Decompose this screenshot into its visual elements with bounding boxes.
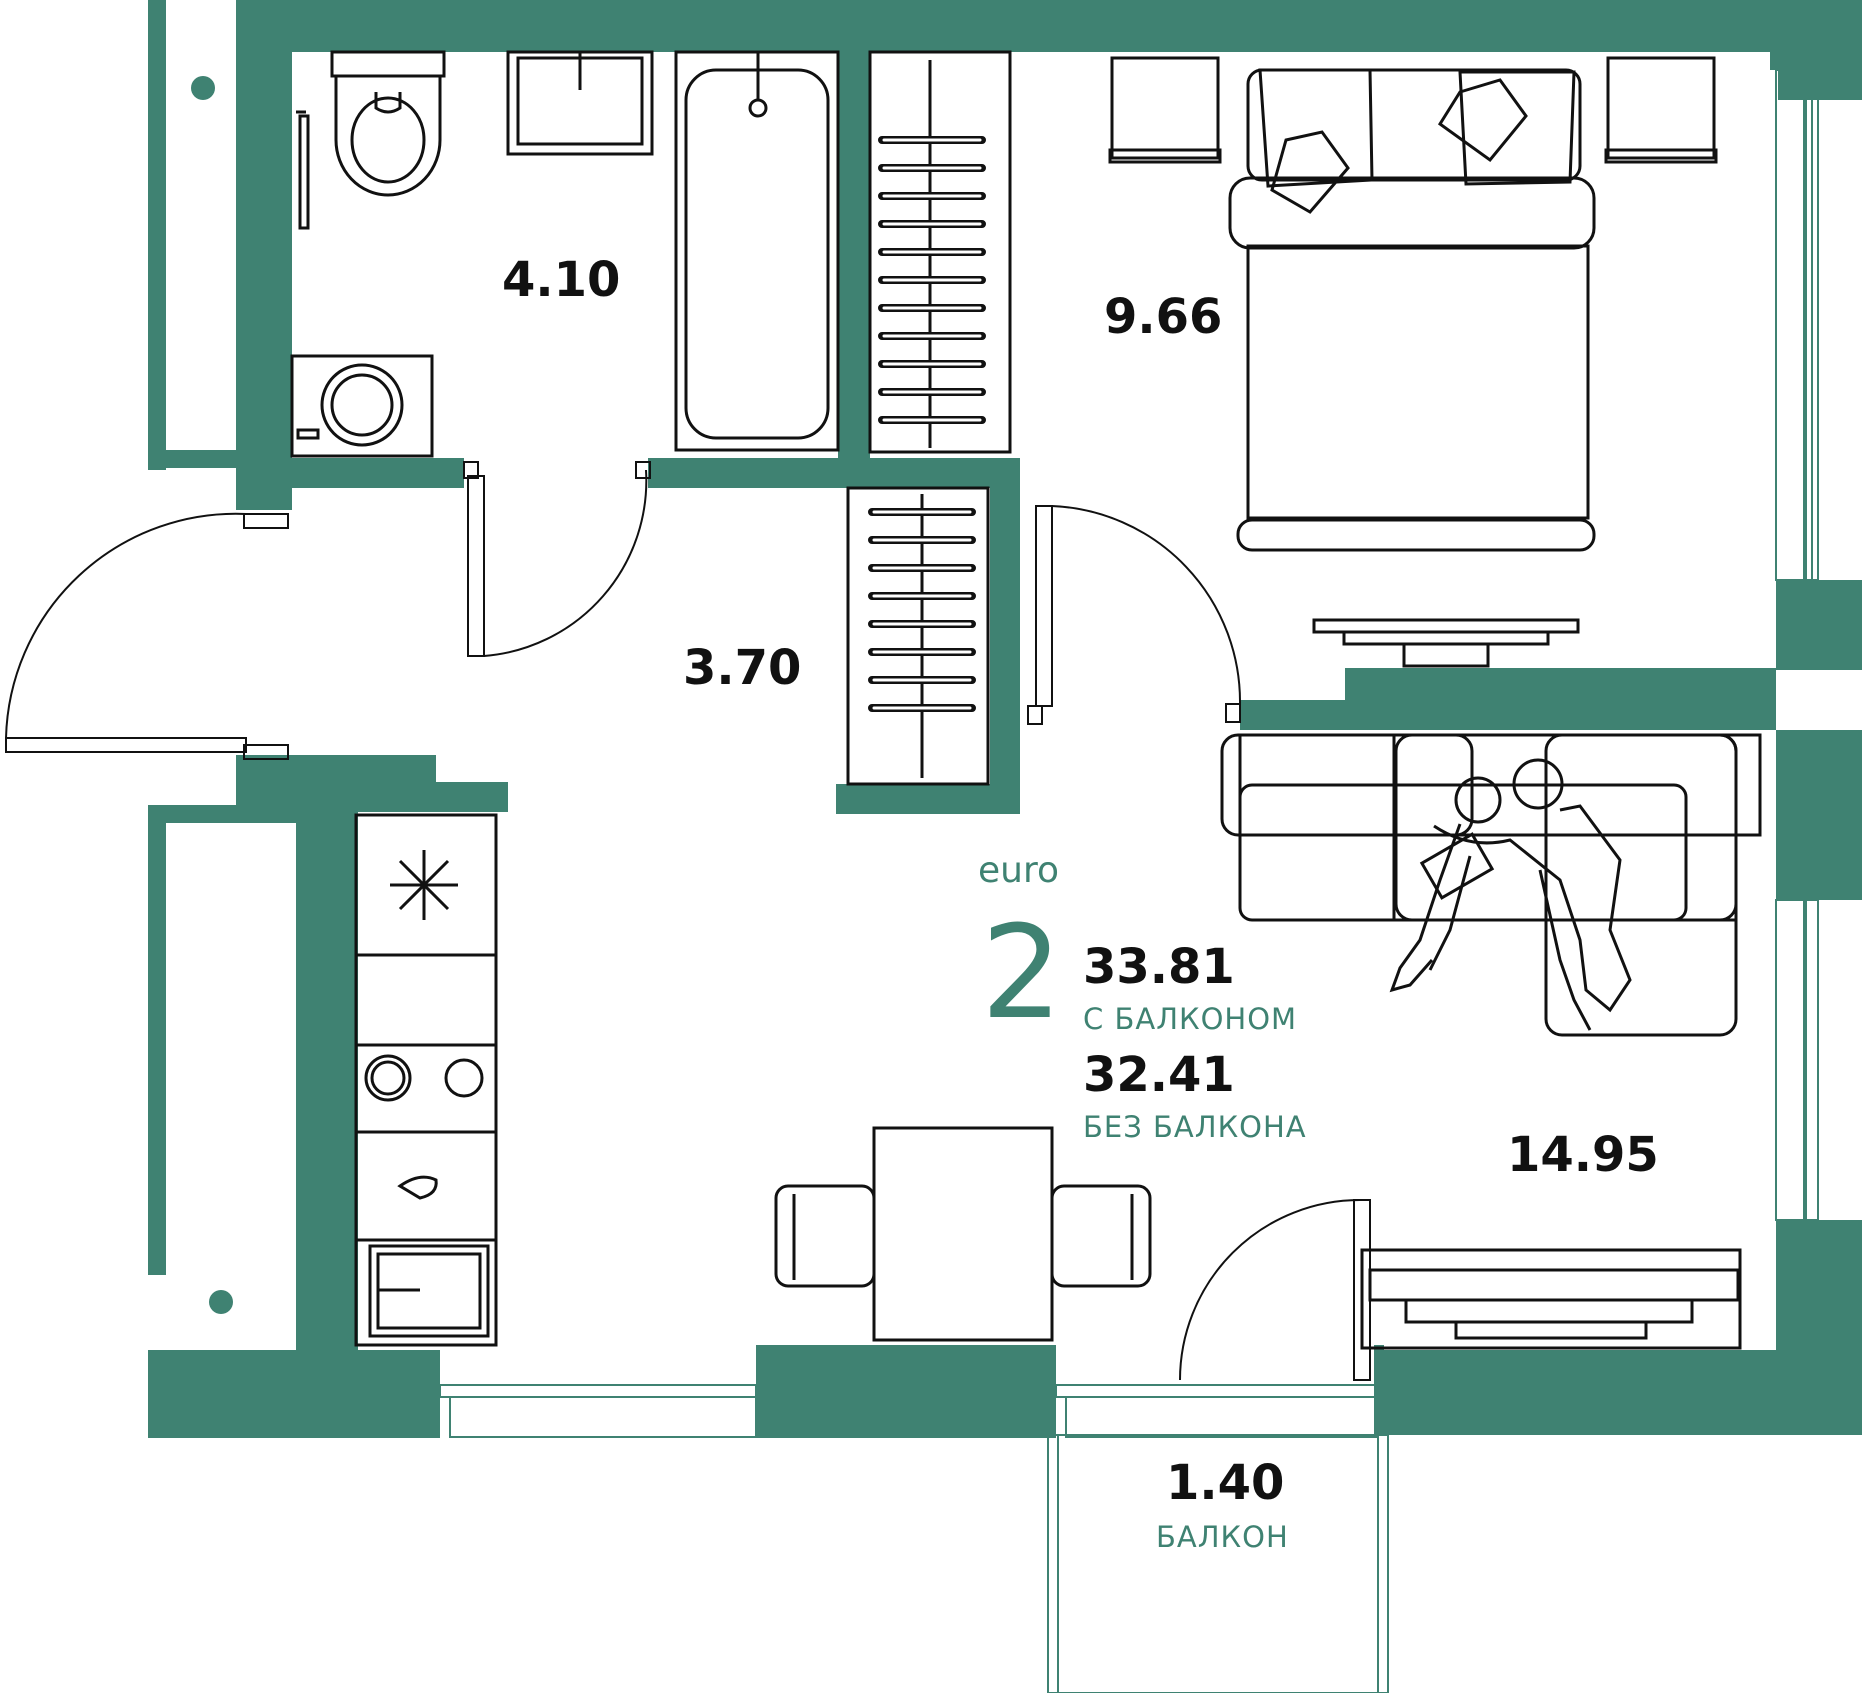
sofa-icon — [1220, 733, 1762, 1037]
living-area: 14.95 — [1507, 1127, 1659, 1183]
apartment-type-label: euro — [978, 850, 1059, 891]
bed-icon — [1108, 56, 1718, 552]
doors — [5, 461, 1371, 1381]
tv-stand-living-icon — [1360, 1248, 1742, 1350]
with-balcony-label: С БАЛКОНОМ — [1083, 1002, 1298, 1036]
column-dot-bottom — [209, 1290, 233, 1314]
sink-icon — [506, 50, 654, 156]
bathtub-icon — [674, 50, 840, 452]
balcony-label: БАЛКОН — [1156, 1520, 1289, 1554]
total-area-without-balcony: 32.41 — [1083, 1047, 1235, 1103]
kitchen-counter-icon — [354, 813, 498, 1347]
tv-stand-icon — [1312, 618, 1580, 668]
total-area-with-balcony: 33.81 — [1083, 939, 1235, 995]
without-balcony-label: БЕЗ БАЛКОНА — [1083, 1110, 1307, 1144]
snowflake-icon — [390, 850, 458, 920]
hallway-area: 3.70 — [683, 640, 802, 696]
column-dot-top — [191, 76, 215, 100]
wardrobe-top-icon — [868, 50, 1012, 454]
dining-table-icon — [774, 1126, 1152, 1342]
wall-cutouts — [166, 0, 296, 1275]
walls — [148, 0, 1862, 1438]
room-count: 2 — [981, 899, 1063, 1048]
washing-machine-icon — [290, 354, 434, 458]
wardrobe-bottom-icon — [846, 486, 990, 786]
fixtures — [290, 50, 1762, 1350]
bedroom-area: 9.66 — [1104, 289, 1223, 345]
bathroom-area: 4.10 — [502, 252, 621, 308]
windows — [439, 69, 1819, 1693]
toilet-icon — [296, 50, 446, 230]
balcony-area: 1.40 — [1166, 1455, 1285, 1511]
people-icon — [1389, 758, 1632, 1031]
